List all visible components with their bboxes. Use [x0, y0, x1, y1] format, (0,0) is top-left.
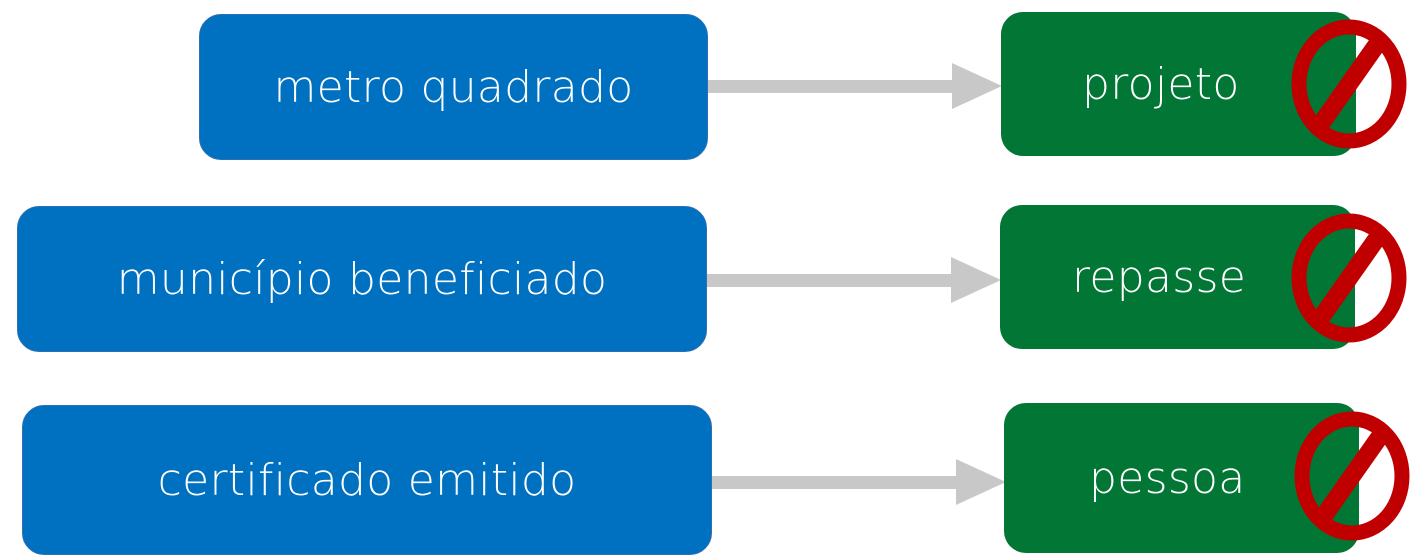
- target-label: repasse: [1072, 251, 1247, 303]
- prohibited-icon: [1294, 411, 1410, 541]
- arrow-right-icon: [712, 459, 1006, 505]
- source-label: município beneficiado: [116, 253, 608, 305]
- prohibited-icon: [1291, 213, 1407, 343]
- source-box-municipio-beneficiado: município beneficiado: [17, 206, 707, 352]
- target-label: projeto: [1082, 58, 1240, 110]
- source-label: certificado emitido: [157, 454, 577, 506]
- source-box-metro-quadrado: metro quadrado: [199, 14, 708, 160]
- source-label: metro quadrado: [273, 61, 634, 113]
- target-label: pessoa: [1089, 452, 1246, 504]
- arrow-right-icon: [708, 63, 1002, 109]
- prohibited-icon: [1291, 19, 1407, 149]
- arrow-right-icon: [707, 257, 1001, 303]
- source-box-certificado-emitido: certificado emitido: [22, 405, 712, 555]
- target-box-pessoa: pessoa: [1004, 403, 1359, 553]
